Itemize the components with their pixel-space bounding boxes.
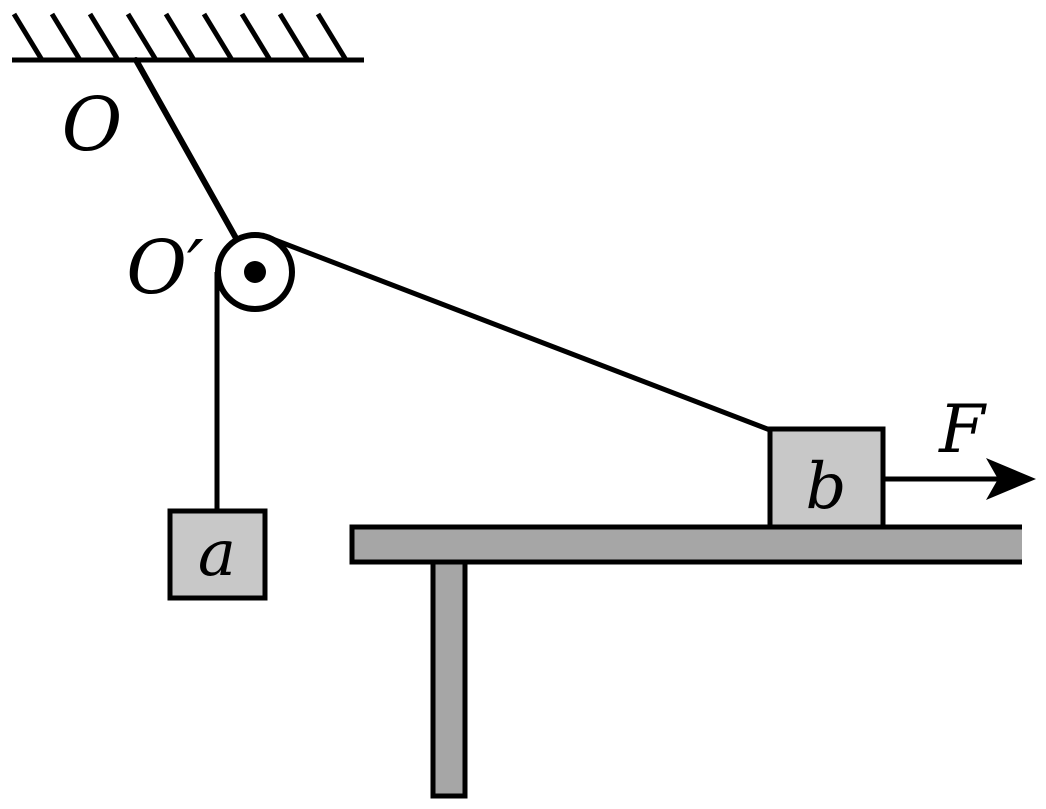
block-b: b	[767, 426, 886, 530]
label-O-prime: O′	[126, 225, 204, 311]
ceiling-hatching	[11, 12, 349, 62]
block-a-body	[167, 508, 268, 601]
table	[349, 524, 1022, 799]
label-O: O	[62, 82, 123, 168]
force-arrow: F	[883, 391, 1036, 500]
pulley-axle	[244, 261, 266, 283]
table-top	[349, 524, 1022, 565]
table-leg	[430, 559, 468, 799]
ceiling	[11, 12, 364, 63]
force-label: F	[938, 391, 987, 468]
block-a: a	[167, 508, 268, 601]
block-b-label: b	[806, 450, 847, 524]
force-arrow-head	[986, 458, 1036, 500]
rope-O-to-pulley	[133, 57, 258, 275]
block-a-label: a	[198, 517, 236, 591]
rope-to-block-b	[261, 232, 771, 433]
pulley	[215, 232, 295, 312]
